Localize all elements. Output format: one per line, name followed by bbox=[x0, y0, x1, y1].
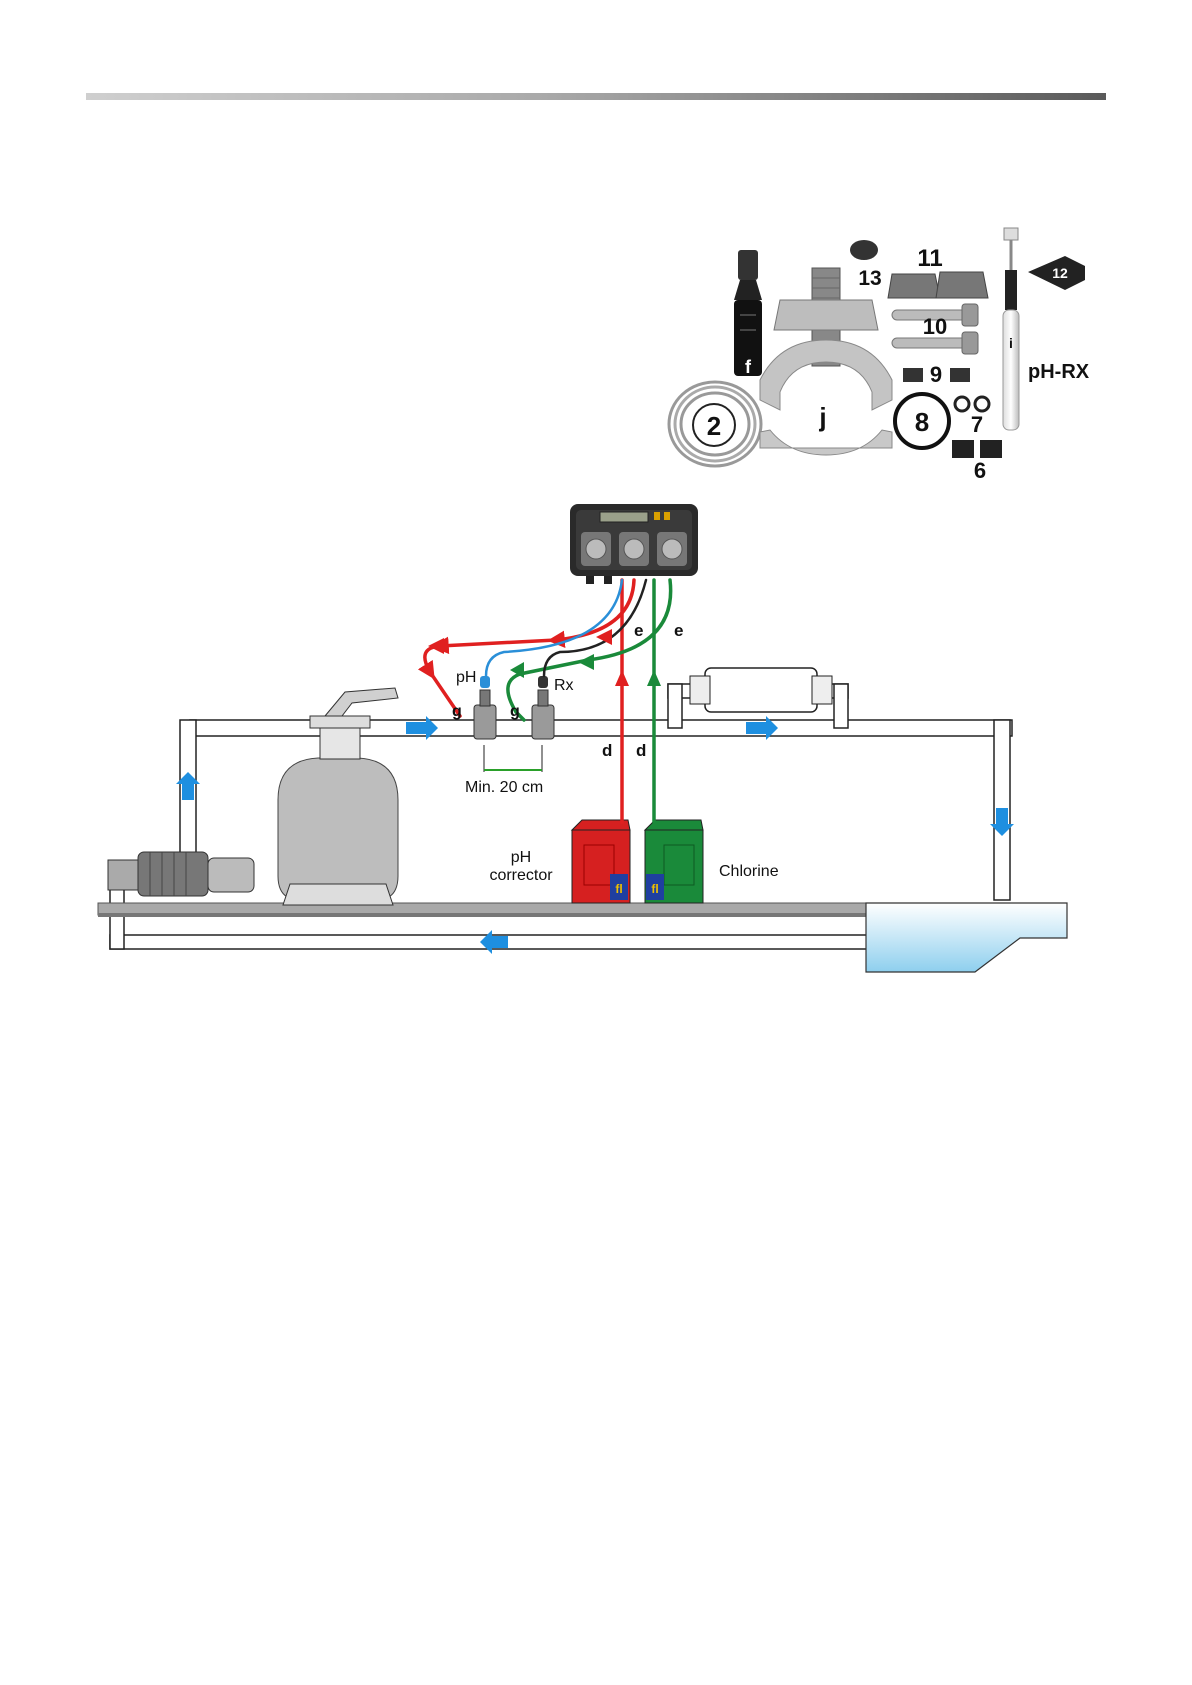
probe-label: pH-RX bbox=[1028, 361, 1090, 383]
cap: 13 bbox=[850, 240, 882, 290]
part-9-label: 9 bbox=[930, 362, 942, 387]
ph-probe-holder bbox=[474, 676, 496, 739]
g-label-right: g bbox=[510, 703, 520, 720]
chlorine-label: Chlorine bbox=[719, 863, 779, 880]
ph-rx-probe: i 12 pH-RX bbox=[1003, 228, 1090, 430]
tube-coil: 2 bbox=[669, 382, 761, 466]
part-7-label: 7 bbox=[971, 412, 983, 437]
e-label-left: e bbox=[634, 621, 643, 640]
injection-valve: f bbox=[734, 250, 762, 377]
sleeve-pair: 6 bbox=[952, 440, 1002, 483]
ph-corrector-canister: fl bbox=[572, 820, 630, 903]
part-i-label: i bbox=[1009, 335, 1013, 351]
probe-holder-clamp: j bbox=[760, 268, 892, 455]
g-label-left: g bbox=[452, 703, 462, 720]
part-6-label: 6 bbox=[974, 458, 986, 483]
part-j-label: j bbox=[818, 402, 826, 432]
small-rings: 7 bbox=[955, 397, 989, 437]
d-label-right: d bbox=[636, 741, 646, 760]
parts-kit: 2 f j 13 bbox=[669, 228, 1090, 483]
part-2-label: 2 bbox=[707, 411, 721, 441]
o-ring: 8 bbox=[895, 394, 949, 448]
d-label-left: d bbox=[602, 741, 612, 760]
distance-marker bbox=[484, 745, 542, 772]
ph-corrector-label-line2: corrector bbox=[489, 867, 553, 884]
chlorine-canister: fl bbox=[645, 820, 703, 903]
pump-head-2 bbox=[619, 532, 649, 566]
rx-probe-holder bbox=[532, 676, 554, 739]
screw-pair: 10 bbox=[892, 304, 978, 354]
ph-injection-tube bbox=[425, 580, 634, 716]
chlorine-canister-logo: fl bbox=[651, 882, 658, 896]
part-13-label: 13 bbox=[858, 267, 881, 290]
pump-head-1 bbox=[581, 532, 611, 566]
e-label-right: e bbox=[674, 621, 683, 640]
ph-corrector-label-line1: pH bbox=[511, 849, 531, 866]
electrolysis-cell bbox=[690, 668, 832, 712]
min-distance-label: Min. 20 cm bbox=[465, 779, 543, 796]
spacer-pair: 9 bbox=[903, 362, 970, 387]
ground bbox=[98, 903, 866, 915]
part-11-label: 11 bbox=[917, 245, 942, 272]
nut-pair: 11 bbox=[888, 245, 988, 298]
part-12-label: 12 bbox=[1052, 265, 1068, 281]
pump-head-3 bbox=[657, 532, 687, 566]
part-10-label: 10 bbox=[923, 314, 947, 339]
part-f-label: f bbox=[745, 357, 752, 377]
rx-label: Rx bbox=[554, 677, 574, 694]
dosing-controller bbox=[570, 504, 698, 584]
pool bbox=[866, 903, 1067, 972]
part-8-label: 8 bbox=[915, 407, 929, 437]
ph-canister-logo: fl bbox=[615, 882, 622, 896]
flow-arrow-left bbox=[480, 930, 508, 954]
circulation-pump bbox=[108, 852, 254, 896]
ph-label: pH bbox=[456, 669, 476, 686]
